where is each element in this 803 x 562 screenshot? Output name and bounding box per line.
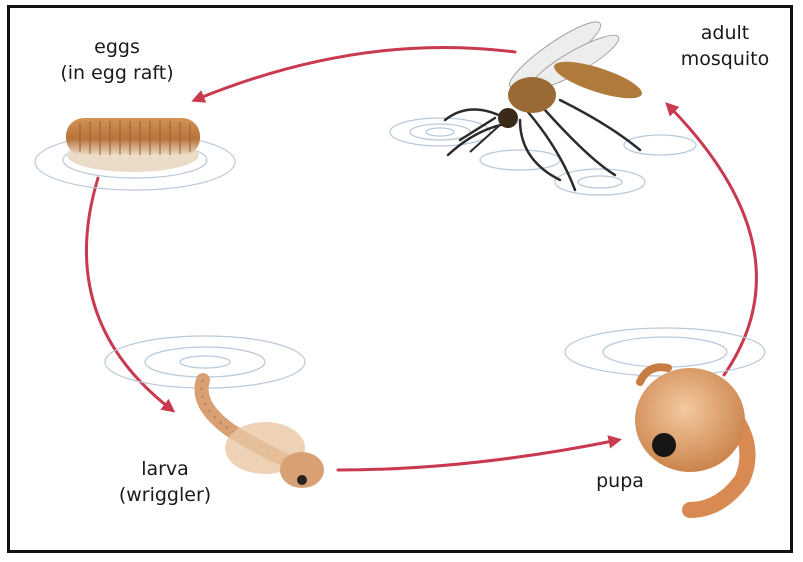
stage-name-larva: larva	[105, 456, 225, 482]
arrow-adult-to-eggs	[195, 47, 515, 100]
stage-name-pupa: pupa	[580, 468, 660, 494]
stage-name-adult: adult	[670, 20, 780, 46]
arrow-pupa-to-adult	[668, 105, 756, 375]
stage-label-eggs: eggs (in egg raft)	[42, 34, 192, 86]
stage-note-eggs: (in egg raft)	[42, 60, 192, 86]
egg-raft-icon	[35, 118, 235, 190]
stage-note-larva: (wriggler)	[105, 482, 225, 508]
stage-note-adult: mosquito	[670, 46, 780, 72]
arrow-eggs-to-larva	[86, 178, 172, 410]
stage-label-larva: larva (wriggler)	[105, 456, 225, 508]
mosquito-icon	[390, 14, 696, 195]
arrow-larva-to-pupa	[338, 440, 618, 470]
stage-label-pupa: pupa	[580, 468, 660, 494]
stage-name-eggs: eggs	[42, 34, 192, 60]
stage-label-adult: adult mosquito	[670, 20, 780, 72]
